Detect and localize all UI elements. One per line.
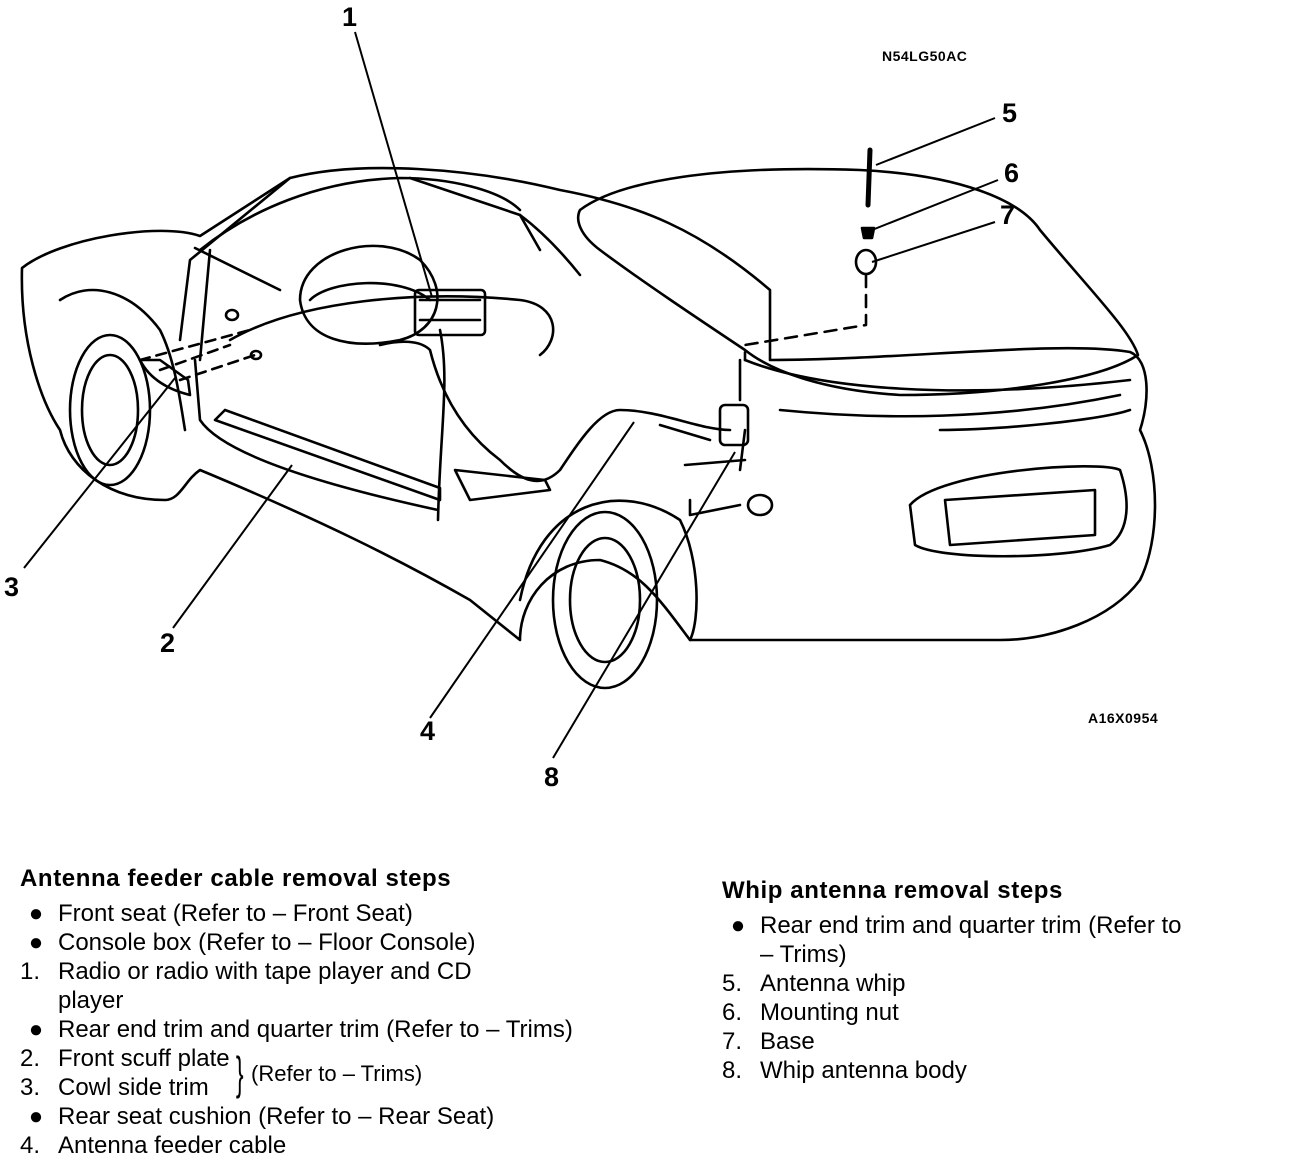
brace-glyph: } (235, 1047, 244, 1099)
whip-steps-heading: Whip antenna removal steps (722, 877, 1064, 904)
car-body-outline (20, 166, 1157, 642)
list-item: 4. Antenna feeder cable (20, 1131, 573, 1160)
list-marker: 1. (20, 958, 41, 985)
leader-3 (23, 377, 176, 569)
group-refer-text: (Refer to – Trims) (251, 1060, 423, 1086)
list-item: 6. Mounting nut (722, 998, 1182, 1027)
list-marker: ● (28, 900, 44, 927)
callout-3: 3 (4, 572, 20, 602)
list-text: Whip antenna body (760, 1057, 967, 1084)
radio-unit (413, 288, 487, 337)
list-text: Antenna whip (760, 970, 906, 997)
feeder-steps-section: Antenna feeder cable removal steps ● Fro… (20, 864, 573, 1160)
list-marker: 5. (722, 970, 743, 997)
rear-window-outline (576, 167, 1140, 397)
list-text: Rear end trim and quarter trim (Refer to… (58, 1016, 573, 1043)
list-text: Console box (Refer to – Floor Console) (58, 929, 476, 956)
leader-8 (552, 451, 736, 759)
feeder-steps-heading: Antenna feeder cable removal steps (20, 865, 452, 892)
list-text: Antenna feeder cable (58, 1132, 287, 1159)
callout-2: 2 (160, 628, 176, 658)
leader-4 (429, 421, 635, 719)
list-marker: 6. (722, 999, 743, 1026)
list-text-cont: – Trims) (760, 941, 847, 968)
list-marker: 8. (722, 1057, 743, 1084)
callout-6: 6 (1004, 158, 1020, 188)
list-item: ● Rear end trim and quarter trim (Refer … (20, 1015, 573, 1044)
list-text: Base (760, 1028, 815, 1055)
callout-1: 1 (342, 2, 358, 32)
antenna-feeder-cable (378, 340, 732, 483)
steering-wheel (298, 244, 439, 345)
list-text-cont: player (58, 987, 124, 1014)
list-text: Front scuff plate (58, 1045, 230, 1072)
leader-6 (871, 179, 999, 231)
callout-7: 7 (1000, 200, 1016, 230)
list-item: 5. Antenna whip (722, 969, 1182, 998)
list-text: Rear end trim and quarter trim (Refer to (760, 912, 1182, 939)
list-marker: ● (730, 912, 746, 939)
list-item: ● Rear end trim and quarter trim (Refer … (722, 911, 1182, 969)
list-item: 7. Base (722, 1027, 1182, 1056)
list-marker: ● (28, 929, 44, 956)
list-marker: ● (28, 1103, 44, 1130)
list-item: 8. Whip antenna body (722, 1056, 1182, 1085)
whip-antenna-body (718, 403, 750, 447)
figure-code: A16X0954 (1088, 710, 1159, 726)
antenna-whip (865, 147, 873, 208)
leader-5 (875, 117, 996, 166)
doc-code: N54LG50AC (882, 48, 968, 64)
list-marker: 4. (20, 1132, 41, 1159)
list-marker: ● (28, 1016, 44, 1043)
callout-5: 5 (1002, 98, 1018, 128)
door-sill-outline (213, 408, 442, 502)
whip-steps-section: Whip antenna removal steps ● Rear end tr… (722, 876, 1182, 1085)
list-text: Radio or radio with tape player and CD (58, 958, 472, 985)
list-item: ● Rear seat cushion (Refer to – Rear Sea… (20, 1102, 573, 1131)
list-marker: 3. (20, 1074, 41, 1101)
list-text: Front seat (Refer to – Front Seat) (58, 900, 413, 927)
leader-2 (172, 464, 293, 629)
list-item: 1. Radio or radio with tape player and C… (20, 957, 573, 1015)
bracket-group: 2. Front scuff plate 3. Cowl side trim }… (20, 1044, 573, 1102)
callout-4: 4 (420, 716, 436, 746)
leader-lines (23, 31, 999, 759)
list-text: Rear seat cushion (Refer to – Rear Seat) (58, 1103, 495, 1130)
car-antenna-diagram (20, 31, 1157, 759)
rear-wheel (551, 510, 659, 690)
list-text: Cowl side trim (58, 1074, 209, 1101)
list-item: ● Front seat (Refer to – Front Seat) (20, 899, 573, 928)
callout-8: 8 (544, 762, 560, 792)
leader-7 (871, 221, 996, 263)
list-marker: 2. (20, 1045, 41, 1072)
list-item: ● Console box (Refer to – Floor Console) (20, 928, 573, 957)
list-item: 2. Front scuff plate (20, 1044, 230, 1073)
list-item: 3. Cowl side trim (20, 1073, 230, 1102)
list-text: Mounting nut (760, 999, 899, 1026)
list-marker: 7. (722, 1028, 743, 1055)
mounting-nut (860, 226, 876, 240)
leader-1 (354, 31, 433, 298)
